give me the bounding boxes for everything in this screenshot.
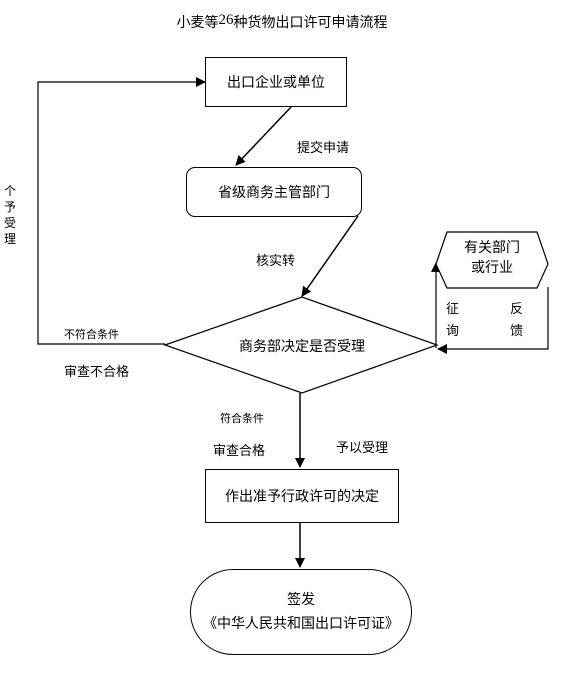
- node-province: 省级商务主管部门: [186, 167, 362, 217]
- label-fail-review: 审查不合格: [64, 365, 130, 380]
- label-pass-review: 审查合格: [213, 444, 266, 459]
- node-issue: 签发 《中华人民共和国出口许可证》: [190, 569, 412, 655]
- title-suffix: 种货物出口许可申请流程: [233, 15, 388, 31]
- label-feedback-2: 馈: [510, 324, 524, 339]
- node-issue-line1: 签发: [287, 592, 315, 608]
- label-accept: 予以受理: [336, 441, 389, 456]
- arrow-verify: [301, 215, 359, 297]
- arrow-feedback: [437, 287, 549, 354]
- label-not-meet: 不符合条件: [64, 328, 119, 341]
- related-dept-hexagon: [435, 231, 549, 289]
- title-number: 26: [218, 12, 234, 28]
- title-prefix: 小麦等: [176, 15, 219, 31]
- decision-diamond: [163, 296, 439, 394]
- label-meet: 符合条件: [220, 412, 264, 425]
- node-issue-line2: 《中华人民共和国出口许可证》: [203, 616, 399, 632]
- label-reject-vertical: 个予受理: [2, 183, 18, 247]
- label-consult-2: 询: [446, 324, 460, 339]
- label-consult-1: 征: [446, 302, 460, 317]
- node-approve-label: 作出准予行政许可的决定: [225, 489, 379, 505]
- node-enterprise-label: 出口企业或单位: [227, 75, 325, 91]
- page-title: 小麦等26种货物出口许可申请流程: [0, 12, 564, 32]
- label-submit: 提交申请: [297, 141, 350, 156]
- arrow-reject-loop: [37, 77, 206, 345]
- label-verify: 核实转: [256, 254, 296, 269]
- node-related-label: 有关部门 或行业: [448, 238, 536, 278]
- node-enterprise: 出口企业或单位: [205, 57, 347, 107]
- node-decision-label: 商务部决定是否受理: [239, 339, 365, 355]
- label-feedback-1: 反: [510, 302, 524, 317]
- node-related-line1: 有关部门: [464, 240, 520, 256]
- arrow-submit: [235, 105, 293, 166]
- label-reject-vertical-text: 个予受理: [3, 184, 16, 246]
- node-approve: 作出准予行政许可的决定: [205, 469, 399, 523]
- node-related-line2: 或行业: [471, 260, 513, 276]
- node-province-label: 省级商务主管部门: [218, 185, 330, 201]
